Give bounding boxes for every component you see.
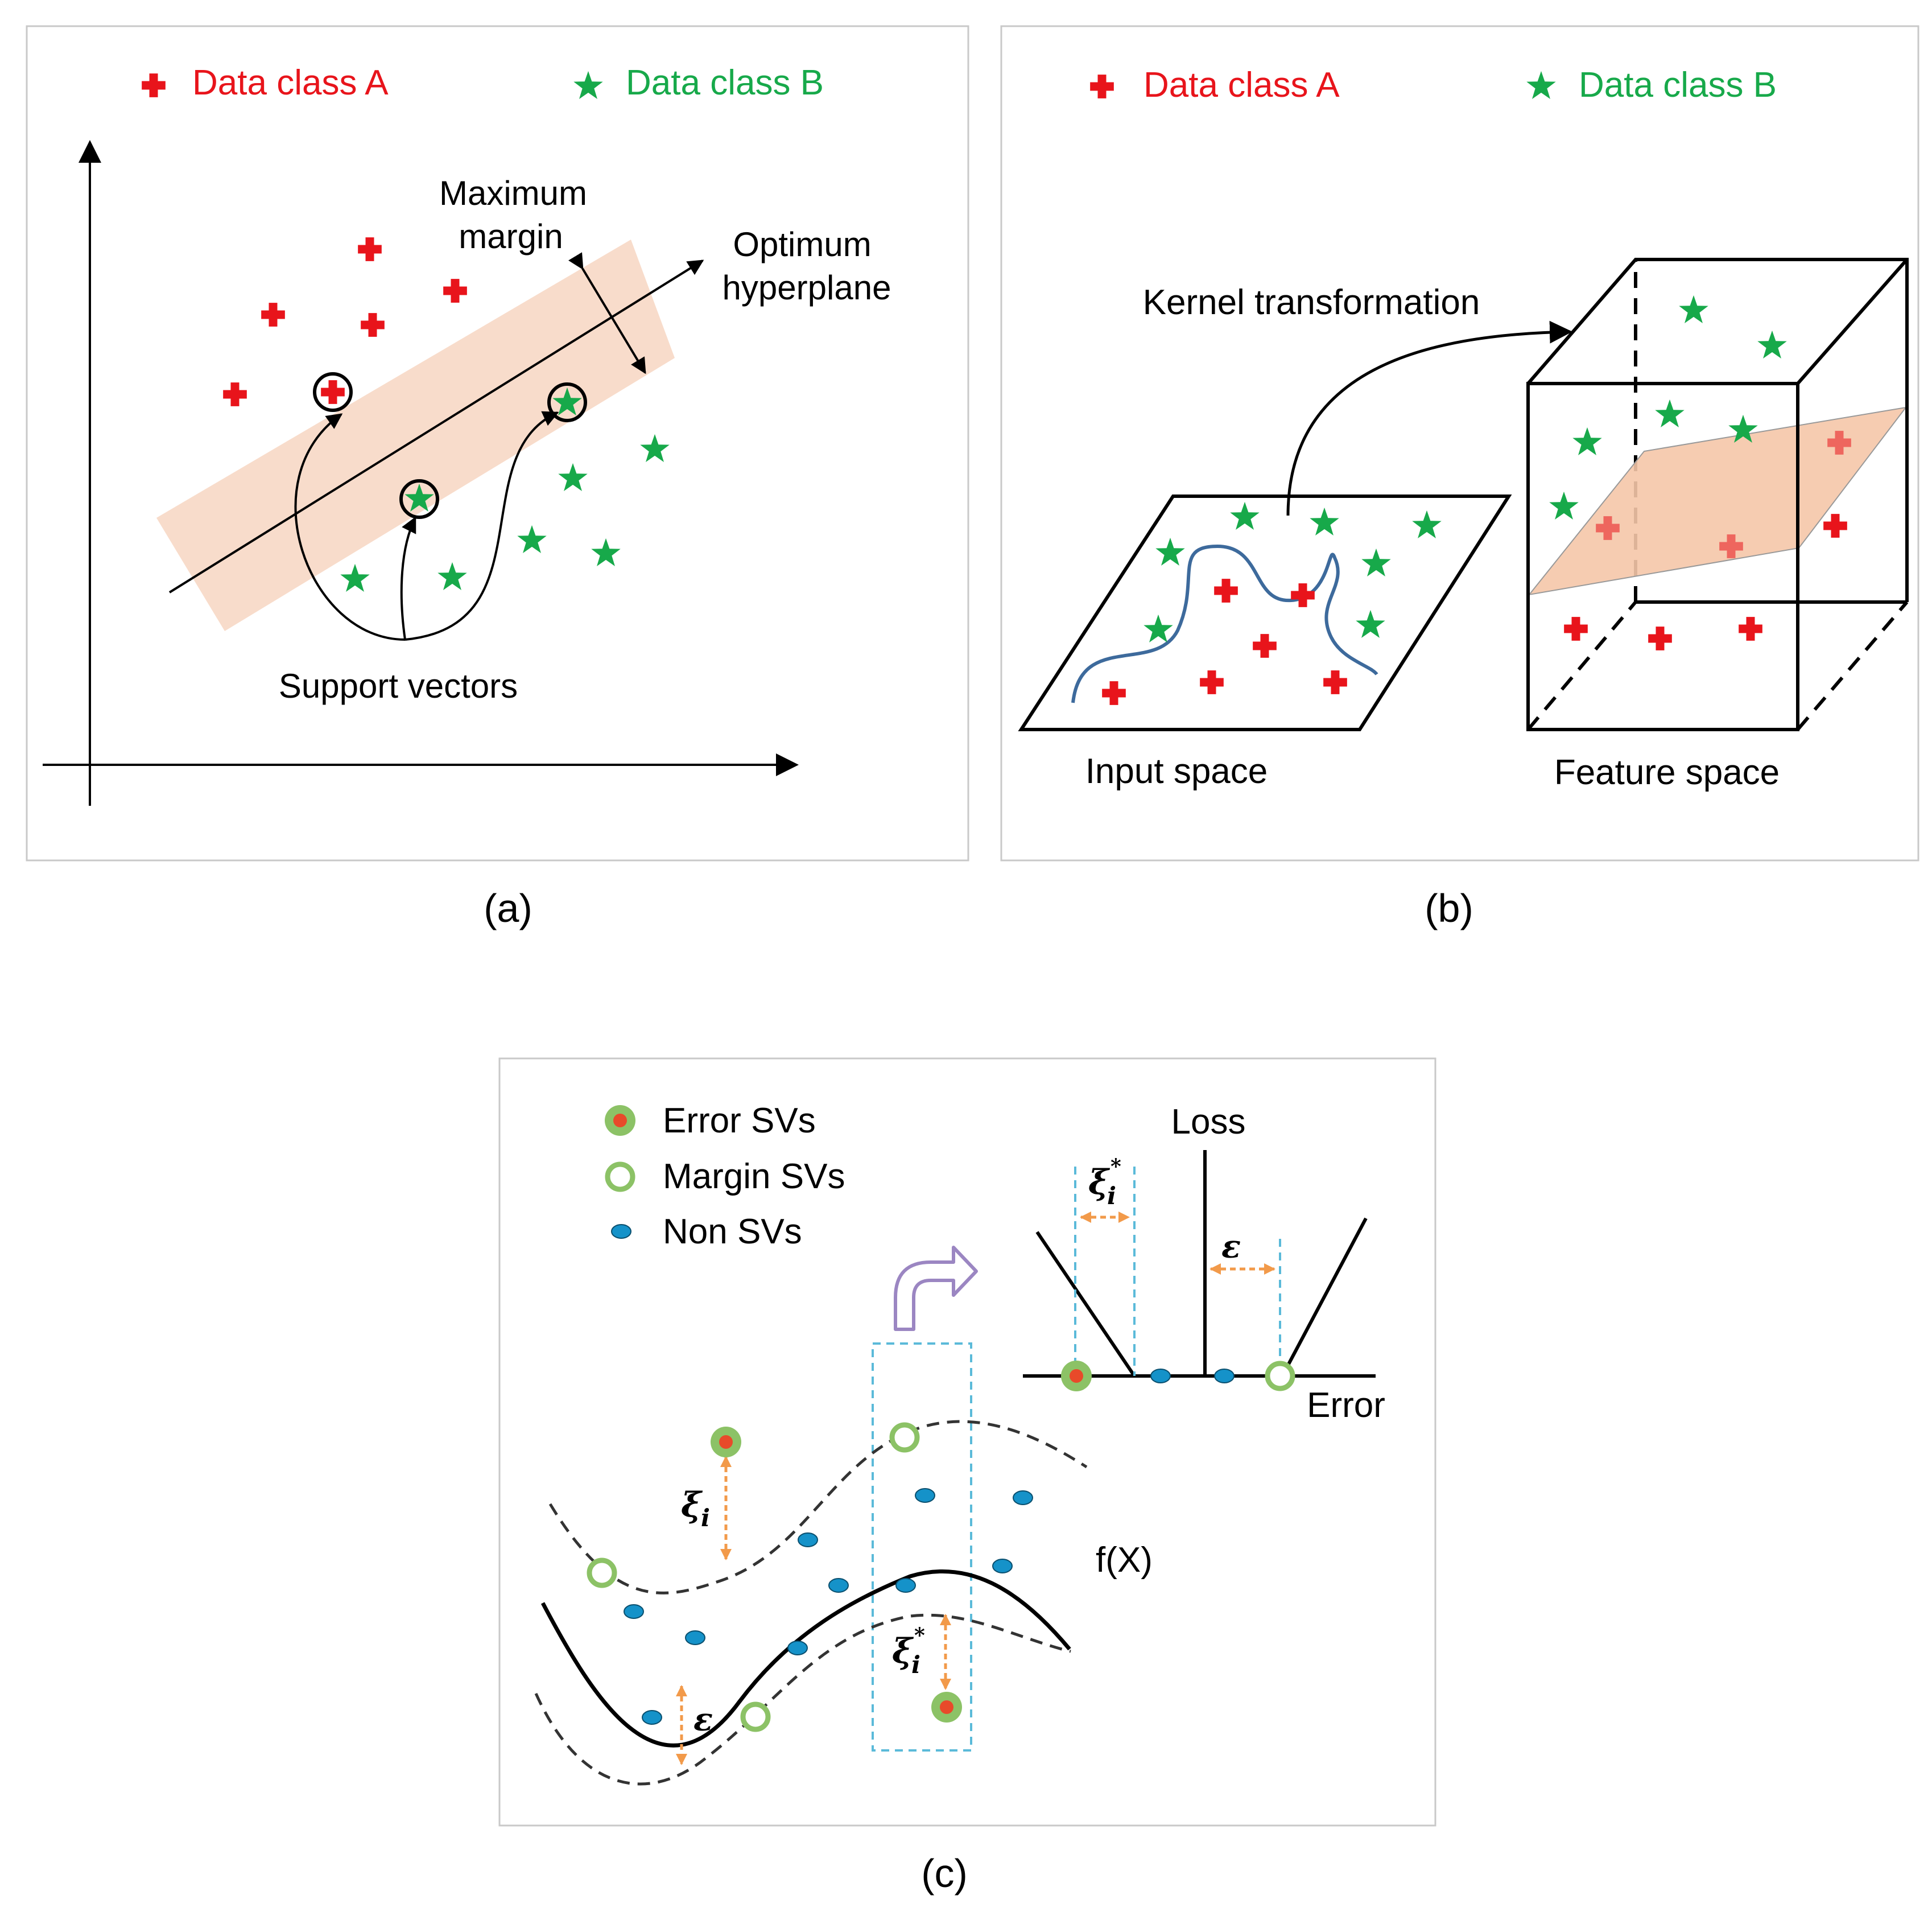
xi-subscript: i [911, 1651, 920, 1679]
non-sv-point [685, 1630, 705, 1645]
non-sv-point [1013, 1490, 1033, 1505]
panel-c-border [498, 1057, 1436, 1827]
panel-c: Error SVs Margin SVs Non SVs Loss Error … [498, 1057, 1436, 1827]
xi-symbol: ξ [1088, 1163, 1111, 1202]
non-sv-point [1214, 1369, 1235, 1383]
loss-right-branch [1281, 1217, 1368, 1377]
label-input-space: Input space [1085, 752, 1268, 791]
non-sv-point [798, 1532, 818, 1547]
error-sv-core [1070, 1369, 1083, 1383]
label-xi-star-inset: ξ i * [1088, 1155, 1121, 1210]
margin-sv-point [889, 1422, 920, 1453]
cube-top-edges [1526, 258, 1909, 602]
error-sv-legend-core [613, 1114, 627, 1127]
xi-star: * [1111, 1155, 1121, 1179]
non-sv-point [642, 1710, 662, 1725]
non-sv-point [624, 1604, 644, 1619]
legend-class-b: Data class B [1579, 65, 1777, 105]
lower-margin-boundary [534, 1613, 1071, 1786]
margin-sv-point [1265, 1361, 1295, 1391]
highlight-window [872, 1342, 972, 1752]
non-sv-points [624, 1488, 1033, 1725]
support-vector-pointer [400, 516, 416, 640]
label-margin: margin [459, 217, 563, 256]
xi-subscript: i [1107, 1182, 1116, 1210]
error-sv-core [940, 1700, 953, 1714]
label-optimum: Optimum [733, 225, 871, 263]
maximum-margin-arrow [568, 252, 646, 374]
margin-band [156, 240, 675, 631]
xi-subscript: i [701, 1504, 710, 1532]
label-epsilon-main: ε [693, 1701, 713, 1738]
legend-class-a: Data class A [1143, 65, 1340, 105]
xi-symbol: ξ [681, 1485, 703, 1525]
error-sv-core [719, 1435, 733, 1449]
label-fx: f(X) [1096, 1540, 1153, 1580]
non-sv-legend-icon [611, 1224, 631, 1239]
input-space-plane [1018, 495, 1512, 731]
cube-edge [1796, 258, 1909, 385]
caption-c: (c) [921, 1851, 968, 1896]
cube-front-face [1526, 382, 1799, 731]
label-support-vectors: Support vectors [279, 667, 518, 705]
cube-hidden-edge [1796, 601, 1909, 731]
decision-curve [1071, 544, 1378, 703]
support-vector-ring [313, 372, 353, 412]
label-maximum: Maximum [439, 174, 587, 212]
upper-margin-boundary [548, 1420, 1088, 1594]
caption-b: (b) [1425, 886, 1473, 930]
legend-margin-svs: Margin SVs [663, 1157, 845, 1196]
margin-sv-point [740, 1701, 771, 1732]
xi-star: * [914, 1624, 925, 1647]
label-feature-space: Feature space [1554, 753, 1780, 792]
non-sv-point [895, 1578, 916, 1593]
legend-class-a: Data class A [192, 63, 389, 102]
feature-space-cube [1526, 258, 1909, 731]
label-epsilon-inset: ε [1221, 1228, 1241, 1266]
support-vector-pointer [404, 411, 559, 641]
legend-non-svs: Non SVs [663, 1212, 802, 1251]
label-kernel-transformation: Kernel transformation [1143, 283, 1480, 322]
xi-symbol: ξ [892, 1631, 914, 1671]
label-xi-main: ξ i [681, 1485, 710, 1532]
label-error: Error [1307, 1386, 1385, 1425]
margin-sv-point [587, 1557, 617, 1588]
panel-b: Data class A Data class B Kernel transfo… [1000, 25, 1919, 862]
label-hyperplane: hyperplane [723, 269, 891, 307]
support-vector-ring [547, 382, 587, 422]
cube-hidden-edge [1526, 601, 1637, 731]
kernel-transformation-arrow [1286, 320, 1572, 516]
label-xi-star-main: ξ i * [892, 1624, 925, 1679]
legend-class-b: Data class B [626, 63, 824, 102]
loss-left-branch [1035, 1231, 1136, 1377]
non-sv-point [992, 1559, 1013, 1573]
margin-sv-legend-icon [605, 1161, 635, 1192]
caption-a: (a) [484, 886, 532, 930]
support-vector-pointer [294, 413, 406, 641]
panel-a: Data class A Data class B [26, 25, 969, 862]
non-sv-point [828, 1578, 849, 1593]
non-sv-point [787, 1641, 808, 1655]
zoom-arrow-icon [894, 1246, 978, 1331]
non-sv-point [1150, 1369, 1171, 1383]
label-loss: Loss [1171, 1102, 1246, 1142]
non-sv-point [915, 1488, 935, 1503]
legend-error-svs: Error SVs [663, 1101, 816, 1140]
support-vector-ring [399, 479, 439, 519]
support-vector-pointers [294, 411, 559, 641]
